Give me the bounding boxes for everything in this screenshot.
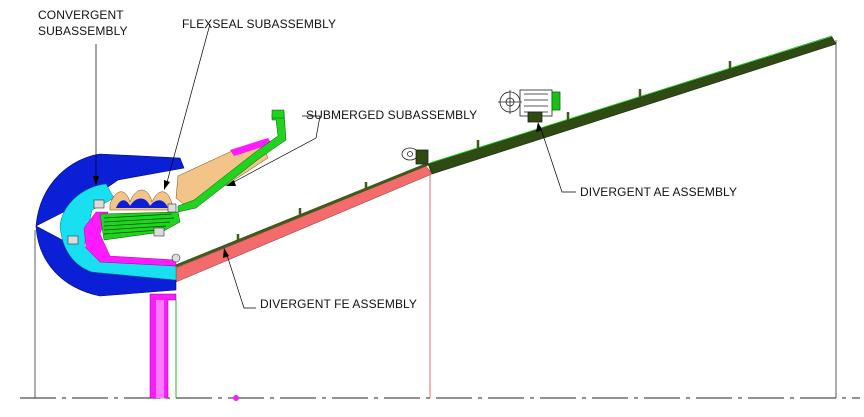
submerged-label: SUBMERGED SUBASSEMBLY bbox=[306, 108, 478, 122]
convergent-outer-shell bbox=[35, 153, 185, 227]
submerged-flange bbox=[271, 109, 285, 119]
flexseal-label: FLEXSEAL SUBASSEMBLY bbox=[182, 17, 337, 31]
divergent-ae-leader bbox=[539, 125, 576, 193]
divergent-fe-leader bbox=[225, 251, 256, 309]
fe-actuator-bracket bbox=[401, 147, 429, 165]
stiffener-ribs bbox=[236, 61, 732, 242]
submerged-magenta-edge bbox=[230, 138, 272, 156]
submerged-green-bracket bbox=[177, 111, 287, 213]
divergent-ae-assembly-shape bbox=[427, 36, 837, 175]
convergent-label-line2: SUBASSEMBLY bbox=[38, 24, 128, 38]
ae-actuator-bracket bbox=[498, 89, 561, 123]
divergent-ae-label: DIVERGENT AE ASSEMBLY bbox=[580, 185, 738, 199]
convergent-label-line1: CONVERGENT bbox=[38, 8, 124, 22]
flexseal-leader bbox=[165, 23, 211, 187]
divergent-fe-olive-edge bbox=[175, 162, 429, 268]
bottom-magenta-mark bbox=[233, 395, 239, 401]
divergent-fe-label: DIVERGENT FE ASSEMBLY bbox=[260, 297, 418, 311]
leader-lines bbox=[95, 23, 576, 309]
convergent-insulation-cyan bbox=[59, 183, 177, 281]
flexseal-shims bbox=[103, 213, 175, 235]
flexseal-bellows-blue bbox=[116, 198, 168, 208]
divergent-ae-green-edge bbox=[429, 35, 833, 164]
convergent-liner-magenta bbox=[83, 211, 177, 267]
submerged-leader bbox=[229, 115, 321, 185]
aft-support-inner bbox=[156, 300, 164, 398]
fasteners bbox=[67, 199, 181, 263]
leader-arrowheads bbox=[93, 122, 542, 258]
